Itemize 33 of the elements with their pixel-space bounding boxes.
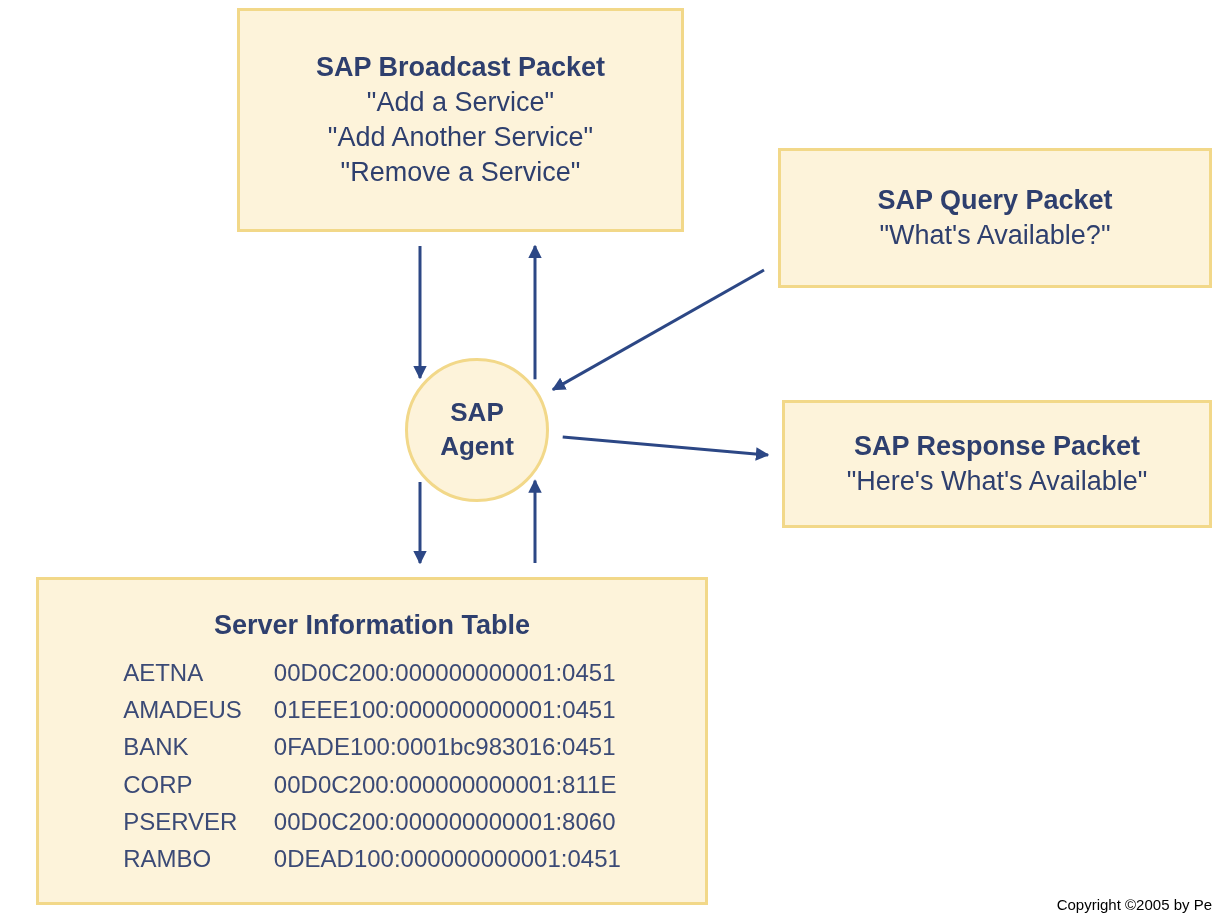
arrow	[528, 479, 542, 563]
quoted-text: "What's Available?"	[879, 219, 1111, 252]
box-heading: SAP Query Packet	[877, 183, 1113, 217]
arrow	[413, 246, 427, 380]
quoted-text: "Remove a Service"	[340, 156, 581, 190]
arrow	[528, 244, 542, 380]
table-title: Server Information Table	[213, 608, 531, 642]
server-name-cell-text: CORP	[123, 769, 194, 800]
copyright-note: Copyright ©2005 by Pe	[1056, 896, 1212, 913]
address-cell-text: 01EEE100:000000000001:0451	[273, 695, 617, 726]
address-cell-text: 00D0C200:000000000001:811E	[273, 769, 618, 800]
box-heading: SAP Response Packet	[853, 429, 1141, 463]
quoted-text: "Add Another Service"	[327, 121, 594, 154]
quoted-text: "Add a Service"	[366, 85, 555, 119]
quoted-text: "Here's What's Available"	[846, 465, 1148, 498]
server-name-cell-text: AMADEUS	[123, 695, 242, 726]
server-name-cell-text: RAMBO	[123, 843, 213, 874]
address-cell-text: 0FADE100:0001bc983016:0451	[273, 732, 617, 763]
arrow	[413, 482, 427, 565]
arrow	[562, 435, 770, 461]
server-name-cell-text: AETNA	[123, 658, 205, 688]
address-cell-text: 00D0C200:000000000001:0451	[273, 658, 617, 688]
packet-box	[237, 8, 684, 232]
packet-box	[782, 400, 1212, 528]
box-heading: SAP Broadcast Packet	[315, 50, 606, 84]
server-name-cell-text: BANK	[123, 732, 190, 763]
packet-box	[778, 148, 1212, 288]
arrow	[551, 268, 765, 391]
box-heading: SAP Agent	[439, 396, 515, 463]
server-name-cell-text: PSERVER	[123, 806, 239, 837]
table-box	[36, 577, 708, 905]
address-cell-text: 00D0C200:000000000001:8060	[273, 806, 617, 837]
address-cell-text: 0DEAD100:000000000001:0451	[273, 843, 621, 874]
